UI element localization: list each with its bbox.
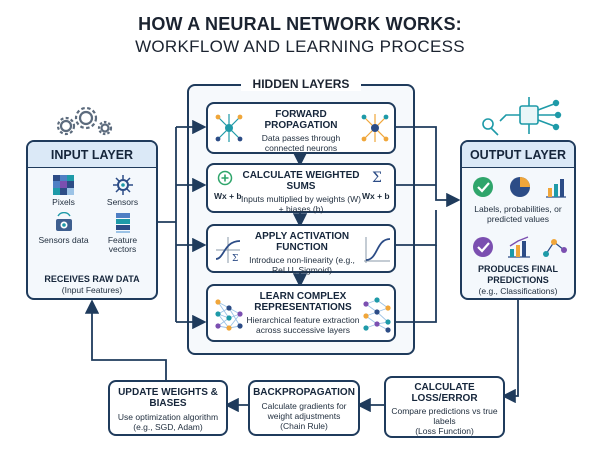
trend-chart-icon — [508, 236, 530, 258]
sigma-icon: Σ — [372, 170, 382, 186]
input-layer-box: INPUT LAYER Pixels Sensors Sens — [26, 140, 158, 300]
circuit-chip-icon — [482, 97, 562, 136]
backprop-note: (Chain Rule) — [280, 421, 328, 431]
update-text: Use optimization algorithm (e.g., SGD, A… — [117, 412, 219, 432]
output-layer-box: OUTPUT LAYER Labels, probabilities, or p… — [460, 140, 576, 300]
activation-curve-icon: Σ — [215, 237, 241, 264]
formula-left: Wx + b — [214, 191, 242, 201]
loss-title: CALCULATE LOSS/ERROR — [411, 382, 478, 404]
loss-note: (Loss Function) — [415, 426, 474, 436]
input-item-pixels: Pixels — [34, 174, 93, 207]
output-description: Labels, probabilities, or predicted valu… — [474, 204, 562, 224]
forward-title: FORWARD PROPAGATION — [264, 109, 338, 131]
backprop-text: Calculate gradients for weight adjustmen… — [261, 401, 347, 421]
weighted-sums-box: Wx + b Σ Wx + b CALCULATE WEIGHTED SUMS … — [206, 163, 396, 214]
input-layer-title: INPUT LAYER — [28, 142, 156, 168]
weighted-text: Inputs multiplied by weights (W) + biase… — [241, 194, 361, 214]
update-weights-box: UPDATE WEIGHTS & BIASES Use optimization… — [108, 380, 228, 436]
svg-text:Σ: Σ — [232, 254, 238, 264]
neuron-cluster-icon — [215, 114, 243, 142]
input-caption-bold: RECEIVES RAW DATA — [44, 274, 140, 284]
update-title: UPDATE WEIGHTS & BIASES — [118, 387, 218, 409]
activation-text: Introduce non-linearity (e.g., ReLU, Sig… — [249, 255, 355, 275]
pie-chart-icon — [510, 177, 530, 197]
neuron-cluster-icon — [361, 114, 389, 142]
forward-text: Data passes through connected neurons — [261, 133, 341, 153]
output-icons-row1 — [473, 177, 566, 198]
vector-icon — [115, 213, 130, 233]
loss-error-box: CALCULATE LOSS/ERROR Compare predictions… — [384, 376, 505, 438]
backpropagation-box: BACKPROPAGATION Calculate gradients for … — [248, 380, 360, 436]
page-title: HOW A NEURAL NETWORK WORKS: — [138, 14, 462, 34]
sensor-icon — [112, 175, 133, 195]
input-item-sensors: Sensors — [93, 174, 152, 207]
loss-text: Compare predictions vs true labels — [391, 406, 498, 426]
gears-icon — [56, 106, 113, 136]
learn-title: LEARN COMPLEX REPRESENTATIONS — [254, 291, 352, 313]
input-item-label: Sensors data — [38, 235, 89, 245]
output-layer-title: OUTPUT LAYER — [462, 142, 574, 168]
activation-function-box: Σ APPLY ACTIVATION FUNCTION Introduce no… — [206, 224, 396, 275]
bar-chart-icon — [546, 179, 566, 198]
deep-network-icon — [215, 299, 243, 331]
input-item-label: Pixels — [52, 197, 75, 207]
formula-right: Wx + b — [362, 191, 390, 201]
input-item-sensors-data: Sensors data — [34, 212, 93, 254]
page-subtitle: WORKFLOW AND LEARNING PROCESS — [135, 37, 465, 56]
output-icons-row2 — [473, 236, 567, 258]
learn-text: Hierarchical feature extraction across s… — [246, 315, 360, 335]
output-caption-bold: PRODUCES FINAL PREDICTIONS — [477, 264, 558, 285]
hidden-layers-label: HIDDEN LAYERS — [241, 77, 361, 91]
plus-circle-icon — [217, 170, 233, 186]
activation-title: APPLY ACTIVATION FUNCTION — [254, 231, 350, 253]
camera-icon — [55, 212, 72, 231]
forward-propagation-box: FORWARD PROPAGATION Data passes through … — [206, 102, 396, 154]
deep-network-icon — [363, 297, 391, 333]
input-caption: (Input Features) — [61, 285, 123, 295]
output-caption: (e.g., Classifications) — [478, 286, 558, 296]
weighted-title: CALCULATE WEIGHTED SUMS — [242, 170, 360, 192]
learn-representations-box: LEARN COMPLEX REPRESENTATIONS Hierarchic… — [206, 284, 396, 342]
input-item-feature-vectors: Feature vectors — [93, 212, 152, 254]
scatter-network-icon — [543, 239, 567, 257]
input-item-label: Feature vectors — [107, 235, 138, 254]
input-item-label: Sensors — [106, 197, 139, 207]
backprop-title: BACKPROPAGATION — [253, 387, 355, 398]
pixel-grid-icon — [52, 175, 74, 195]
sigmoid-curve-icon — [364, 237, 391, 263]
